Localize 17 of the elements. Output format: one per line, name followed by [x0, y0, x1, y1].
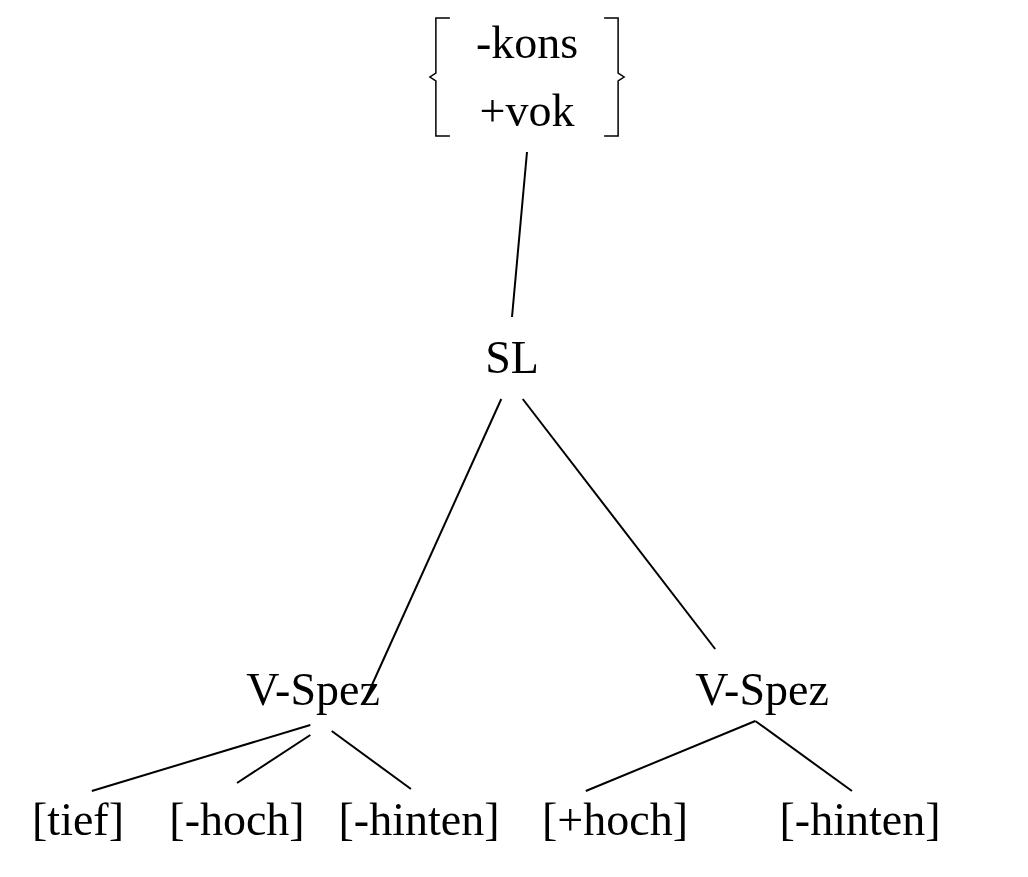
tree-node-label: [-hinten] — [338, 797, 500, 843]
tree-branch-line — [90, 724, 312, 792]
tree-node-label: [+hoch] — [542, 797, 688, 843]
tree-branch-line — [236, 734, 312, 784]
tree-branch-line — [330, 730, 412, 790]
tree-branch-line — [754, 720, 853, 792]
feature-label: -kons — [475, 20, 579, 66]
tree-branch-line — [511, 151, 528, 318]
tree-node-label: [-hinten] — [779, 797, 941, 843]
tree-node-label: SL — [485, 335, 539, 381]
tree-node-label: V-Spez — [695, 667, 829, 713]
feature-label: +vok — [478, 88, 576, 134]
tree-node-label: V-Spez — [246, 667, 380, 713]
tree-node-label: [-hoch] — [169, 797, 305, 843]
tree-branch-line — [521, 398, 717, 650]
tree-branch-line — [584, 720, 757, 792]
tree-node-label: [tief] — [32, 797, 124, 843]
